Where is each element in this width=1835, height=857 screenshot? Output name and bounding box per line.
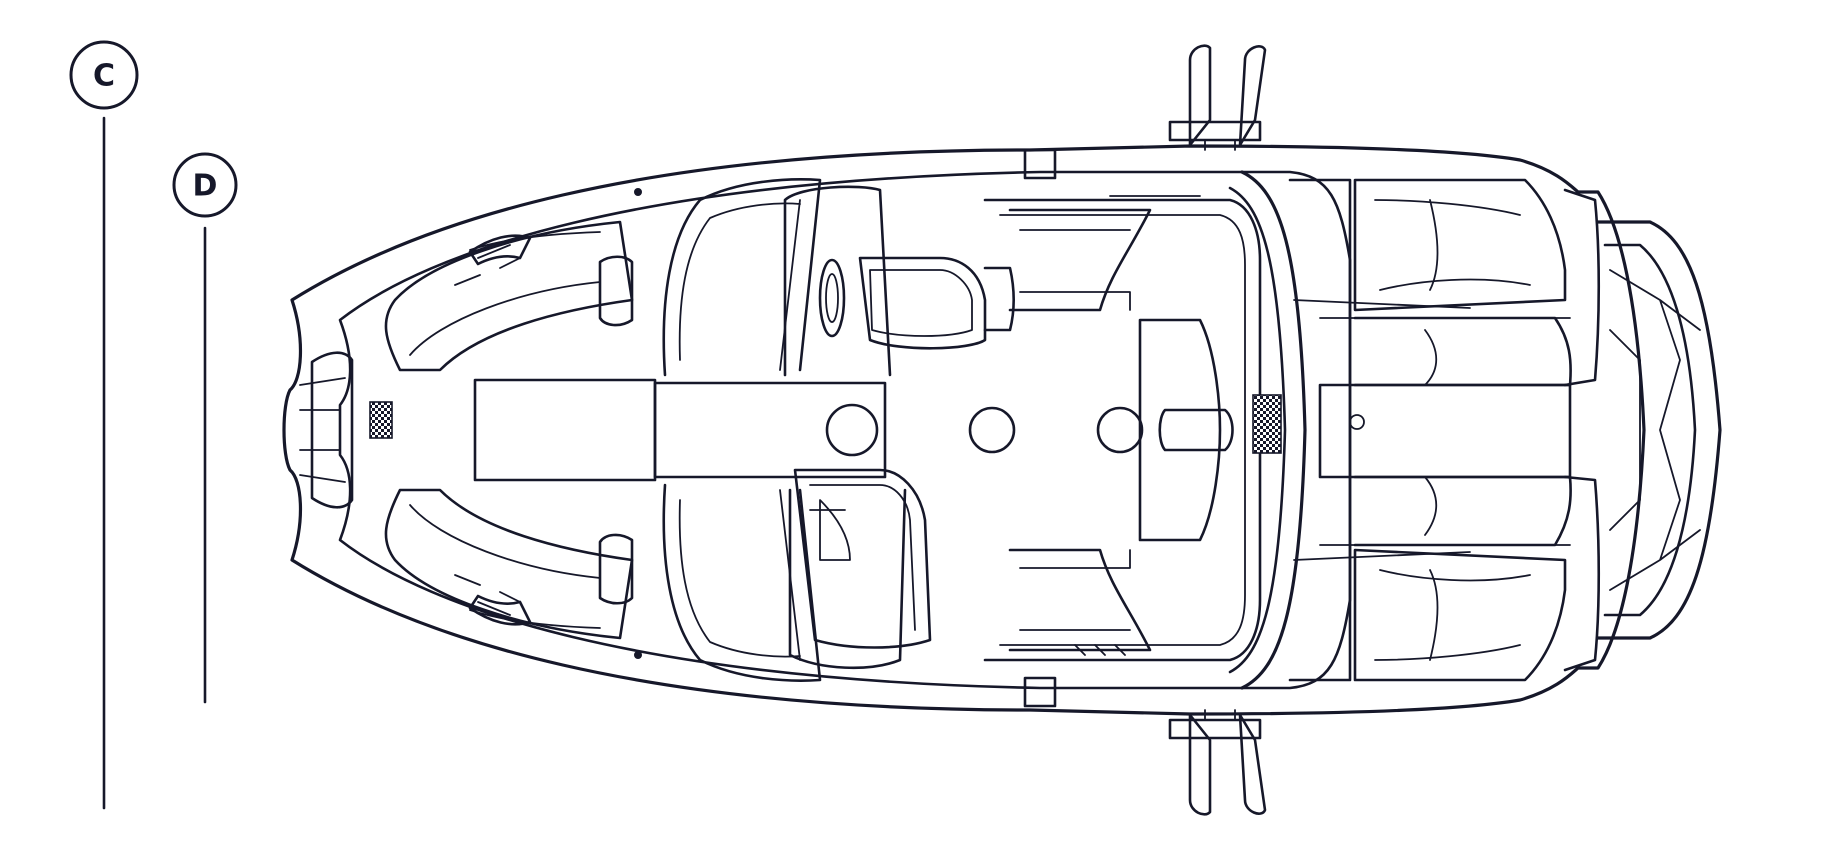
side-seat-upper-detail: [1019, 229, 1131, 311]
passenger-seat: [793, 468, 932, 649]
marker-d-circle: [172, 152, 238, 218]
tower-speaker-upper: [1168, 44, 1267, 151]
passenger-seat-back: [819, 499, 851, 561]
windshield-upper-frame: [678, 199, 801, 371]
tower-speaker-lower: [1168, 709, 1267, 816]
bow-seat-lower: [384, 488, 634, 640]
helm-seat-cushion: [869, 269, 973, 337]
speaker-lower-bracket: [1204, 709, 1236, 721]
side-seat-lower-detail: [1019, 549, 1131, 631]
speaker-upper-mount: [1168, 120, 1262, 142]
speaker-lower-left-icon: [1188, 713, 1212, 816]
cupholder-3: [1096, 406, 1144, 454]
cleat-bow-upper: [634, 188, 642, 196]
bow-grab-handle-upper: [468, 234, 532, 266]
bow-seat-lower-cushion: [409, 504, 601, 629]
bow-nonslip-pad: [369, 401, 393, 439]
passenger-seat-cushion: [809, 484, 916, 631]
cockpit-sole-inner: [999, 214, 1246, 646]
side-fitting-upper: [1023, 148, 1057, 180]
bow-armrest-lower: [598, 533, 634, 605]
rear-walk-through: [1138, 318, 1222, 542]
tower-arch-inner: [1228, 186, 1287, 674]
bow-walkway: [473, 378, 657, 482]
marker-c-circle: [69, 40, 139, 110]
bow-seat-upper-cushion: [409, 231, 601, 356]
windshield-lower: [662, 483, 822, 682]
speaker-upper-right-icon: [1238, 45, 1267, 147]
swim-platform-panels: [1609, 269, 1701, 591]
hull-outline: [282, 144, 1646, 716]
windshield-lower-frame: [678, 489, 801, 661]
gunwale-inner: [338, 170, 1352, 690]
boat-drawing: [282, 44, 1722, 816]
bow-grab-handle-lower: [468, 594, 532, 626]
speaker-upper-bracket: [1204, 139, 1236, 151]
swim-platform-inner: [1603, 243, 1697, 617]
rear-cushion-upper: [1353, 316, 1572, 387]
marker-c-label: C: [93, 59, 115, 94]
steering-wheel: [818, 258, 846, 338]
transom-lower: [1563, 475, 1601, 672]
rear-center-bench-divider: [1319, 317, 1571, 546]
cupholder-1: [825, 403, 879, 457]
helm-seat-back: [983, 266, 1016, 332]
steering-wheel-hub: [825, 273, 839, 323]
side-fitting-lower: [1023, 676, 1057, 708]
cleat-bow-lower: [634, 651, 642, 659]
bow-locker-detail: [299, 377, 346, 483]
windshield-upper: [662, 178, 822, 377]
engine-hatch-handle: [1158, 408, 1234, 452]
bow-locker: [310, 351, 354, 509]
bow-seat-upper: [384, 220, 634, 372]
rear-cushion-lower: [1353, 475, 1572, 547]
rear-bench: [1288, 178, 1352, 682]
passenger-console: [788, 488, 907, 670]
swim-platform: [1596, 220, 1722, 640]
stern-nonslip-pad: [1252, 394, 1282, 454]
center-aisle: [653, 381, 887, 479]
side-seat-upper: [1008, 208, 1152, 312]
rear-seat-upper-left: [1353, 178, 1567, 312]
speaker-upper-left-icon: [1188, 44, 1212, 147]
rear-cushion-detail: [1424, 329, 1438, 536]
marker-d: D: [172, 152, 238, 704]
transom-upper: [1563, 188, 1601, 387]
rear-seat-lower-left: [1353, 548, 1567, 682]
side-rail-decal-lower: [1069, 644, 1151, 656]
marker-c: C: [69, 40, 139, 810]
rear-center-bench: [1318, 383, 1572, 479]
rear-seat-lower-left-cushion: [1374, 569, 1531, 661]
bow-armrest-upper: [598, 255, 634, 327]
side-seat-lower: [1008, 548, 1152, 652]
cupholder-2: [968, 406, 1016, 454]
rear-drain-icon: [1349, 414, 1365, 430]
helm-dash: [783, 185, 892, 377]
speaker-lower-right-icon: [1238, 713, 1267, 815]
marker-d-label: D: [193, 169, 218, 204]
helm-seat: [858, 256, 987, 350]
tower-crossbar: [1293, 299, 1471, 561]
rear-seat-upper-left-cushion: [1374, 199, 1531, 291]
tower-arch: [1240, 170, 1307, 690]
speaker-lower-mount: [1168, 718, 1262, 740]
